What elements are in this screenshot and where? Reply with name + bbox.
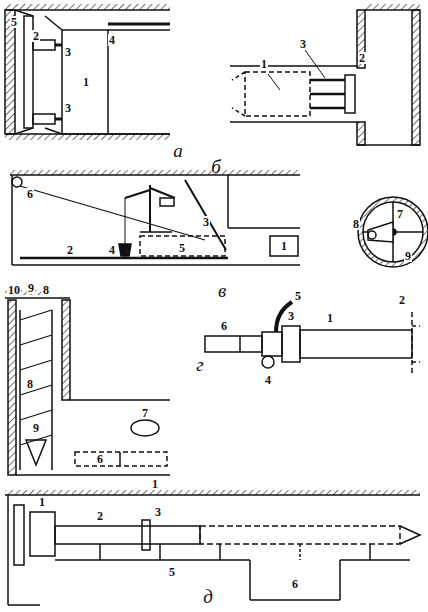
panel-letter: б	[210, 157, 222, 176]
callout-number: 1	[82, 76, 90, 88]
callout-number: 4	[108, 34, 116, 46]
callout-number: 3	[299, 38, 307, 50]
callout-number: 4	[108, 244, 116, 256]
callout-number: 3	[202, 216, 210, 228]
callout-number: 3	[64, 46, 72, 58]
callout-number: 6	[26, 188, 34, 200]
callout-number: 1	[280, 240, 288, 252]
callout-number: 8	[352, 218, 360, 230]
callout-number: 2	[32, 30, 40, 42]
panel-letter: г	[195, 355, 204, 374]
callout-number: 3	[287, 310, 295, 322]
callout-number: 6	[291, 578, 299, 590]
callout-number: 5	[168, 566, 176, 578]
panel-letter: д	[202, 587, 214, 606]
callout-number: 7	[396, 208, 404, 220]
callout-number: 5	[178, 242, 186, 254]
callout-number: 5	[10, 16, 18, 28]
callout-number: 9	[404, 250, 412, 262]
callout-number: 1	[38, 496, 46, 508]
callout-number: 8	[42, 284, 50, 296]
callout-number: 9	[32, 422, 40, 434]
callout-number: 5	[294, 290, 302, 302]
callout-number: 1	[326, 312, 334, 324]
callout-number: 4	[264, 374, 272, 386]
panel-letter: а	[172, 141, 184, 160]
callout-number: 6	[220, 320, 228, 332]
callout-number: 1	[260, 58, 268, 70]
callout-number: 9	[27, 282, 35, 294]
callout-number: 3	[154, 506, 162, 518]
panel-letter: в	[217, 281, 227, 300]
callout-number: 2	[66, 244, 74, 256]
callout-number: 6	[96, 453, 104, 465]
callout-number: 2	[96, 510, 104, 522]
callout-number: 2	[398, 294, 406, 306]
callout-number: 8	[26, 378, 34, 390]
callout-number: 3	[64, 102, 72, 114]
callout-number: 10	[7, 284, 21, 296]
callout-number: 1	[151, 478, 159, 490]
callout-number: 2	[358, 52, 366, 64]
callout-number: 7	[141, 407, 149, 419]
